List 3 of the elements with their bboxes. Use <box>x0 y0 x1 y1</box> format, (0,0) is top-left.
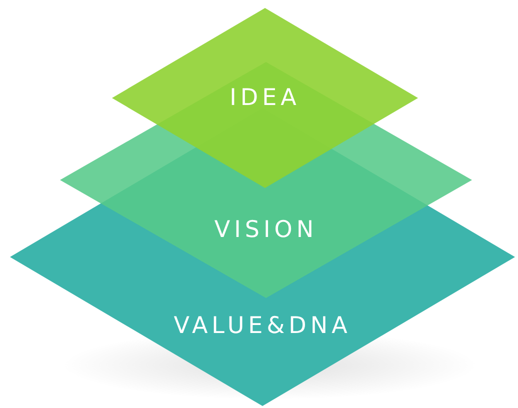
layer-label: IDEA <box>230 87 300 110</box>
layer-label: VALUE&DNA <box>174 315 352 338</box>
layer-label: VISION <box>214 219 318 242</box>
